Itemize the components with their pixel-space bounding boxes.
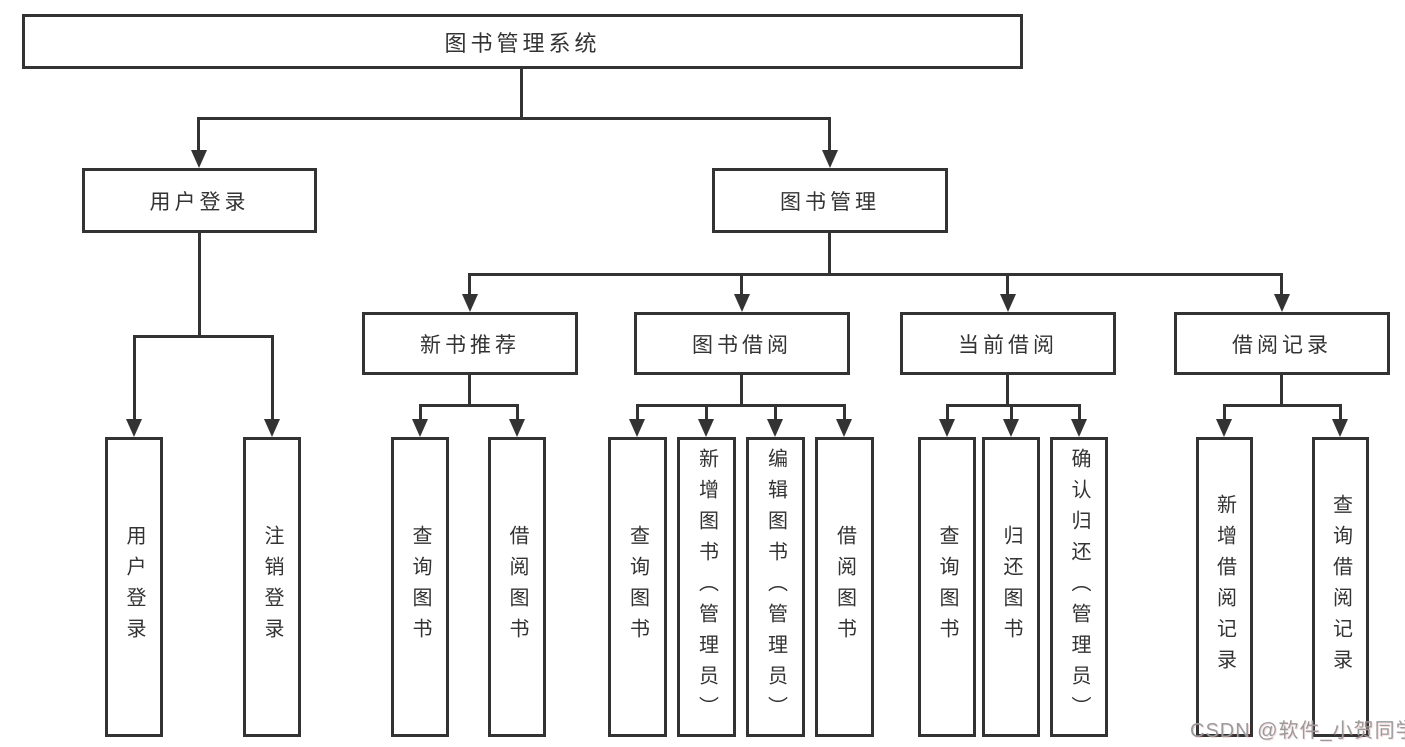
arrow-down-icon [1332, 419, 1348, 437]
connector-drop-bb-add [705, 404, 708, 420]
connector-drop-user-login [197, 117, 200, 152]
connector-user-login-stem [198, 233, 201, 335]
leaf-user-login-label: 用户登录 [123, 525, 145, 649]
arrow-down-icon [822, 150, 838, 168]
arrow-down-icon [939, 419, 955, 437]
node-borrow-records-label: 借阅记录 [1232, 333, 1332, 357]
arrow-down-icon [412, 419, 428, 437]
leaf-cb-return-book: 归还图书 [982, 437, 1040, 737]
arrow-down-icon [509, 419, 525, 437]
node-root-label: 图书管理系统 [444, 30, 601, 56]
arrow-down-icon [264, 419, 280, 437]
leaf-cb-confirm-return-label: 确认归还（管理员） [1068, 447, 1090, 727]
connector-drop-nb-query [419, 404, 422, 420]
connector-root-stem [520, 69, 523, 117]
arrow-down-icon [462, 294, 478, 312]
leaf-br-query-record: 查询借阅记录 [1312, 437, 1369, 737]
leaf-br-add-record-label: 新增借阅记录 [1213, 494, 1236, 680]
arrow-down-icon [734, 294, 750, 312]
leaf-bb-query-book: 查询图书 [608, 437, 667, 737]
leaf-br-add-record: 新增借阅记录 [1196, 437, 1253, 737]
connector-drop-nb-borrow [516, 404, 519, 420]
arrow-down-icon [1000, 294, 1016, 312]
leaf-bb-add-book: 新增图书（管理员） [677, 437, 736, 737]
connector-drop-bb-edit [774, 404, 777, 420]
connector-drop-leaf-user-login [133, 335, 136, 419]
arrow-down-icon [629, 419, 645, 437]
leaf-cb-query-book: 查询图书 [918, 437, 976, 737]
connector-book-borrow-stem [740, 375, 743, 404]
leaf-cb-return-book-label: 归还图书 [1000, 525, 1022, 649]
connector-drop-new-book-recommend [468, 273, 471, 295]
arrow-down-icon [698, 419, 714, 437]
leaf-bb-add-book-label: 新增图书（管理员） [695, 447, 718, 727]
leaf-nb-borrow-book-label: 借阅图书 [506, 525, 528, 649]
leaf-nb-query-book: 查询图书 [391, 437, 449, 737]
node-book-management-label: 图书管理 [780, 190, 880, 214]
connector-borrow-records-stem [1280, 375, 1283, 404]
connector-drop-book-borrow [740, 273, 743, 295]
connector-drop-cb-confirm [1078, 404, 1081, 420]
node-user-login-label: 用户登录 [149, 190, 250, 214]
leaf-bb-query-book-label: 查询图书 [626, 525, 649, 649]
connector-root-hbar [198, 117, 831, 120]
connector-book-management-hbar [468, 273, 1283, 276]
connector-current-borrow-hbar [946, 404, 1081, 407]
node-new-book-recommend-label: 新书推荐 [420, 333, 520, 357]
node-borrow-records: 借阅记录 [1174, 312, 1390, 375]
leaf-bb-borrow-book: 借阅图书 [815, 437, 874, 737]
arrow-down-icon [1071, 419, 1087, 437]
connector-drop-bb-borrow [843, 404, 846, 420]
connector-drop-current-borrow [1006, 273, 1009, 295]
leaf-cb-query-book-label: 查询图书 [936, 525, 958, 649]
connector-current-borrow-stem [1006, 375, 1009, 404]
connector-drop-cb-query [946, 404, 949, 420]
connector-drop-book-management [828, 117, 831, 152]
connector-new-book-hbar [419, 404, 519, 407]
connector-drop-br-add [1223, 404, 1226, 420]
connector-drop-leaf-logout [271, 335, 274, 419]
leaf-logout: 注销登录 [243, 437, 301, 737]
arrow-down-icon [1274, 294, 1290, 312]
arrow-down-icon [836, 419, 852, 437]
node-root: 图书管理系统 [22, 14, 1023, 69]
node-new-book-recommend: 新书推荐 [362, 312, 578, 375]
connector-user-login-hbar [133, 335, 274, 338]
node-current-borrow-label: 当前借阅 [958, 333, 1058, 357]
arrow-down-icon [191, 150, 207, 168]
leaf-bb-edit-book: 编辑图书（管理员） [746, 437, 805, 737]
leaf-nb-query-book-label: 查询图书 [409, 525, 431, 649]
csdn-watermark: CSDN @软件_小贺同学 [1190, 720, 1405, 742]
leaf-bb-edit-book-label: 编辑图书（管理员） [764, 447, 787, 727]
leaf-br-query-record-label: 查询借阅记录 [1329, 494, 1352, 680]
arrow-down-icon [767, 419, 783, 437]
leaf-bb-borrow-book-label: 借阅图书 [833, 525, 856, 649]
node-book-borrow-label: 图书借阅 [692, 333, 792, 357]
connector-drop-cb-return [1010, 404, 1013, 420]
node-book-borrow: 图书借阅 [634, 312, 850, 375]
connector-new-book-stem [468, 375, 471, 404]
arrow-down-icon [126, 419, 142, 437]
connector-book-borrow-hbar [636, 404, 846, 407]
node-book-management: 图书管理 [712, 168, 948, 233]
node-current-borrow: 当前借阅 [900, 312, 1116, 375]
connector-drop-borrow-records [1280, 273, 1283, 295]
connector-borrow-records-hbar [1223, 404, 1342, 407]
leaf-nb-borrow-book: 借阅图书 [488, 437, 546, 737]
leaf-user-login: 用户登录 [105, 437, 163, 737]
arrow-down-icon [1216, 419, 1232, 437]
node-user-login: 用户登录 [82, 168, 317, 233]
leaf-logout-label: 注销登录 [261, 525, 283, 649]
leaf-cb-confirm-return: 确认归还（管理员） [1050, 437, 1108, 737]
connector-drop-bb-query [636, 404, 639, 420]
connector-book-management-stem [828, 233, 831, 273]
arrow-down-icon [1003, 419, 1019, 437]
connector-drop-br-query [1339, 404, 1342, 420]
